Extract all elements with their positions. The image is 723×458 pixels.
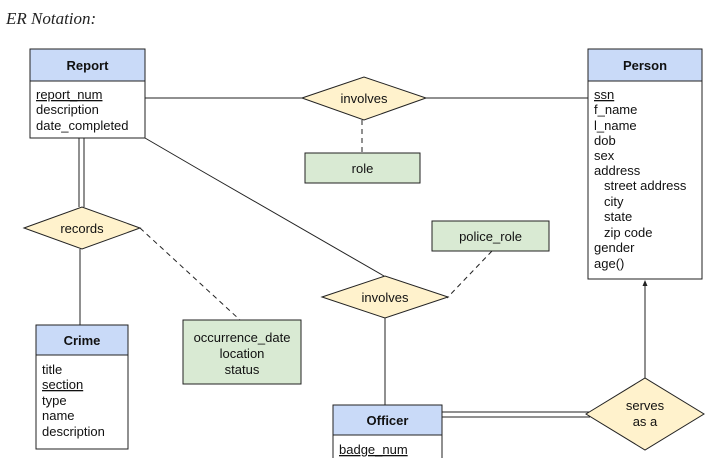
attribute-label: role: [352, 161, 374, 176]
entity-name: Officer: [367, 413, 409, 428]
sub-attribute: city: [604, 194, 624, 209]
attribute-box: [304, 152, 421, 184]
attribute-key: report_num: [36, 87, 102, 102]
attribute-label: status: [225, 362, 260, 377]
attribute: sex: [594, 148, 615, 163]
connectors: [78, 97, 648, 418]
attribute-key: badge_num: [339, 442, 408, 457]
attribute: l_name: [594, 118, 637, 133]
entity-name: Report: [67, 58, 110, 73]
entity-person: Person ssn f_name l_name dob sex address…: [587, 48, 703, 280]
relationship-diamond: [585, 377, 705, 451]
attribute: address: [594, 163, 641, 178]
entity-body: [35, 354, 129, 450]
attribute: f_name: [594, 102, 637, 117]
attribute-label: police_role: [459, 229, 522, 244]
attribute-police-role: police_role: [431, 220, 550, 252]
attribute-key: section: [42, 377, 83, 392]
entity-header: [587, 48, 703, 82]
attribute-key: ssn: [594, 87, 614, 102]
attribute-box: [431, 220, 550, 252]
relationship-records: records: [22, 206, 142, 250]
entity-crime: Crime title section type name descriptio…: [35, 324, 129, 450]
arrow-head-icon: [642, 280, 648, 286]
attribute: description: [42, 424, 105, 439]
entity-name: Person: [623, 58, 667, 73]
attribute: name: [42, 408, 75, 423]
relationship-label: records: [60, 221, 104, 236]
line-report-involves-officer: [144, 137, 385, 277]
relationship-diamond: [300, 76, 428, 121]
sub-attribute: zip code: [604, 225, 652, 240]
sub-attribute: street address: [604, 178, 687, 193]
attribute: type: [42, 393, 67, 408]
entity-header: [35, 324, 129, 356]
entity-body: [332, 434, 443, 458]
relationship-label: serves: [626, 398, 665, 413]
sub-attribute: state: [604, 209, 632, 224]
relationship-label: involves: [341, 91, 388, 106]
relationship-label: involves: [362, 290, 409, 305]
attribute: age(): [594, 256, 624, 271]
attribute-box: [182, 319, 302, 385]
entity-officer: Officer badge_num: [332, 404, 443, 458]
line-records-attrs: [139, 227, 241, 321]
relationship-label: as a: [633, 414, 658, 429]
entity-report: Report report_num description date_compl…: [29, 48, 146, 139]
relationship-involves-person: involves: [300, 76, 428, 121]
relationship-diamond: [22, 206, 142, 250]
attribute: description: [36, 102, 99, 117]
attribute: gender: [594, 240, 635, 255]
attribute: dob: [594, 133, 616, 148]
entity-name: Crime: [64, 333, 101, 348]
entity-header: [332, 404, 443, 436]
relationship-involves-officer: involves: [320, 275, 450, 319]
attribute: title: [42, 362, 62, 377]
entity-header: [29, 48, 146, 82]
attribute: date_completed: [36, 118, 129, 133]
diagram-title: ER Notation:: [5, 9, 96, 28]
attribute-label: occurrence_date: [194, 330, 291, 345]
relationship-diamond: [320, 275, 450, 319]
attribute-records: occurrence_date location status: [182, 319, 302, 385]
relationship-serves-as: serves as a: [585, 377, 705, 451]
line-involves-policerole: [446, 250, 493, 299]
attribute-label: location: [220, 346, 265, 361]
entity-body: [29, 80, 146, 139]
attribute-role: role: [304, 152, 421, 184]
entity-body: [587, 80, 703, 280]
